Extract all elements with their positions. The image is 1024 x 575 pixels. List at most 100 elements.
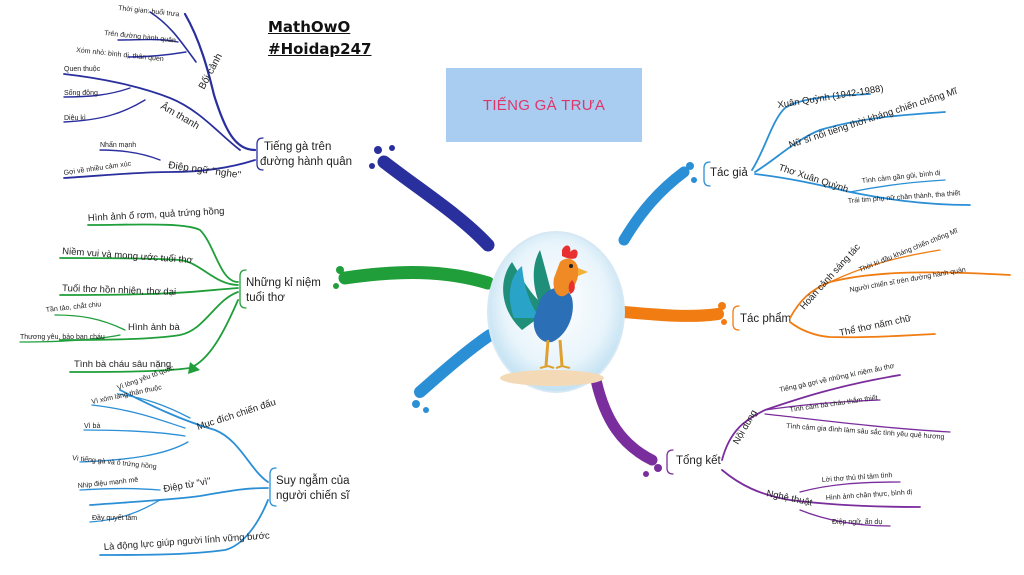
connector-line [721,469,921,508]
splash-dot [654,464,662,472]
connector-line [54,314,126,331]
watermark-line-2: #Hoidap247 [268,40,372,58]
connector-line [89,487,269,506]
child-label: Âm thanh [159,99,203,132]
leaf-label: Tình cảm gần gũi, bình dị [861,168,941,185]
node-bracket [256,137,264,171]
branch-title: Tổng kết [676,455,722,467]
leaf-label: Vì bà [84,423,100,430]
leaf-label: Tình cảm bà cháu thắm thiết [789,393,878,414]
connector-line [19,334,121,343]
leaf-label: Xóm nhỏ: bình dị, thân quen [76,46,164,63]
connector-line [63,73,241,151]
connector-line [789,321,936,339]
center-illustration [487,231,625,393]
connector-line [59,257,239,286]
connector-line [764,413,951,433]
splash-dot [721,319,727,325]
connector-line [183,12,257,152]
splash-dot [369,163,375,169]
child-label: Tuổi thơ hồn nhiên, thơ dại [62,283,176,298]
connector-line [764,399,881,411]
leaf-label: Thời gian: buổi trưa [118,4,180,18]
node-bracket [239,269,247,309]
connector-line [751,93,871,171]
leaf-label: Tình cảm gia đình làm sâu sắc tình yêu q… [786,421,945,441]
leaf-label: Đầy quyết tâm [92,513,137,522]
child-label: Mục đích chiến đấu [196,397,278,433]
leaf-label: Thương yêu, bảo ban cháu [20,334,105,341]
child-label: Là động lực giúp người lính vững bước [103,530,270,553]
splash-dot [389,145,395,151]
leaf-label: Sống động [64,88,98,97]
limb-tac-pham [618,306,724,322]
node-bracket [703,161,711,187]
child-label: Niềm vui và mong ước tuổi thơ [62,246,193,266]
connector-line [789,271,1011,319]
connector-line [59,287,239,296]
connector-line [59,291,239,341]
leaf-label: Diệu kì [64,115,86,122]
limb-tac-gia [618,166,690,246]
child-label: Hình ảnh bà [128,322,180,333]
branch-title: Tác giả [710,167,748,179]
child-label: Hình ảnh ổ rơm, quả trứng hồng [88,206,225,224]
connector-line [63,87,131,98]
connector-line [829,249,941,283]
connector-line [63,99,146,123]
connector-line [99,149,161,161]
connector-line [754,111,946,173]
main-limbs [338,155,724,466]
branch-title: Những kỉ niệm [246,277,321,289]
child-label: Điệp ngữ "nghe" [168,160,243,181]
connector-line [117,393,191,419]
leaf-label: Nhấn mạnh [100,140,136,149]
limb-hanh-quan [377,155,495,252]
child-label: Nghệ thuật [765,488,813,508]
branch-title: đường hành quân [260,156,352,168]
connector-line [849,179,946,193]
leaf-label: Hình ảnh chân thực, bình dị [826,489,913,502]
leaf-label: Trái tim phụ nữ chân thành, tha thiết [848,188,961,205]
node-bracket [269,467,277,507]
leaf-label: Điệp ngữ, ẩn dụ [832,518,882,526]
leaf-label: Thời kì đầu kháng chiến chống Mĩ [857,225,959,273]
connector-line [149,11,197,63]
branch-title: Tiếng gà trên [264,141,331,153]
map-title: TIẾNG GÀ TRƯA [482,96,606,114]
limb-ki-niem [338,266,495,290]
connector-line [117,38,179,43]
connector-line [79,441,189,463]
splash-dot [333,283,339,289]
watermark-line-1: MathOwO [268,18,351,36]
connector-line [83,429,186,437]
limb-suy-ngam [414,329,496,398]
connector-line [119,389,269,483]
connector-line [99,499,269,556]
splash-dot [686,162,694,170]
connector-line [87,223,239,283]
node-bracket [732,305,740,331]
splash-dot [336,266,344,274]
connector-line [721,374,901,461]
connector-line [79,487,161,491]
connector-line [799,509,891,527]
splash-dot [412,400,420,408]
child-label: Tình bà cháu sâu nặng [74,359,171,370]
title-box: TIẾNG GÀ TRƯA [446,68,642,142]
splash-dot [643,471,649,477]
branch-title: tuổi thơ [246,292,285,304]
limb-tong-ket [590,374,658,466]
splash-decorations [333,145,727,477]
node-bracket [666,449,674,475]
branch-title: người chiến sĩ [276,490,350,502]
leaf-label: Quen thuộc [64,66,101,73]
connector-line [89,499,161,523]
leaf-label: Tần tảo, chắt chiu [45,299,101,314]
splash-dot [374,146,382,154]
branch-title: Tác phẩm [740,313,791,325]
splash-shape [188,362,200,374]
splash-dot [691,177,697,183]
connector-line [127,51,187,58]
